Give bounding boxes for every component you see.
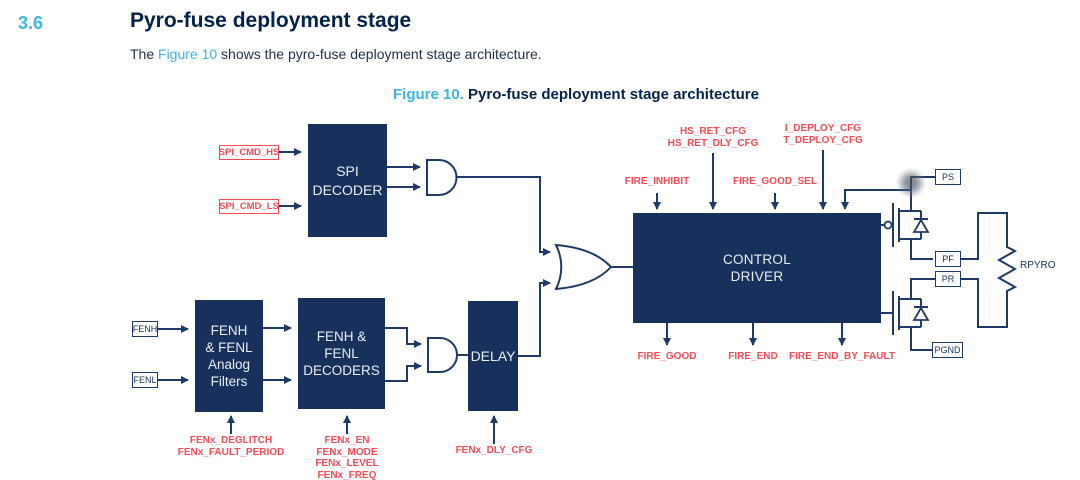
control-config-arrows xyxy=(653,150,911,210)
delay-to-or-wire xyxy=(518,279,551,357)
control-output-arrows xyxy=(663,323,846,346)
spi-input-wires xyxy=(279,148,302,210)
spi-and-gate-icon xyxy=(426,159,458,196)
signal-fire-good-sel: FIRE_GOOD_SEL xyxy=(733,176,817,187)
port-pf: PF xyxy=(935,251,961,267)
pmos-high-side-icon xyxy=(881,176,935,260)
port-ps: PS xyxy=(935,169,961,185)
signal-fen-dly-cfg: FENx_DLY_CFG xyxy=(455,445,533,456)
port-pr: PR xyxy=(935,271,961,287)
intro-prefix: The xyxy=(130,46,159,62)
fen-decoders-block: FENH & FENL DECODERS xyxy=(298,298,385,409)
port-fenh: FENH xyxy=(132,321,158,337)
port-spi-cmd-hs: SPI_CMD_HS xyxy=(218,145,280,160)
port-pgnd: PGND xyxy=(932,342,963,358)
section-title: Pyro-fuse deployment stage xyxy=(130,9,412,32)
section-number: 3.6 xyxy=(18,13,44,33)
main-or-gate-icon xyxy=(554,243,613,291)
figure-caption-number: Figure 10. xyxy=(393,86,464,103)
rpyro-label: RPYRO xyxy=(1020,260,1056,271)
intro-suffix: shows the pyro-fuse deployment stage arc… xyxy=(217,46,542,62)
filters-to-decoders-wires xyxy=(263,324,292,384)
nmos-low-side-icon xyxy=(881,278,935,351)
intro-text: The Figure 10 shows the pyro-fuse deploy… xyxy=(130,46,542,62)
figure-caption: Figure 10. Pyro-fuse deployment stage ar… xyxy=(176,86,976,103)
decoders-to-and-wires xyxy=(385,327,422,382)
bottom-config-arrows xyxy=(227,415,498,444)
port-spi-cmd-ls: SPI_CMD_LS xyxy=(219,199,279,214)
signal-hs-ret-cfg: HS_RET_CFG HS_RET_DLY_CFG xyxy=(667,126,759,149)
spi-decoder-block: SPI DECODER xyxy=(308,124,387,237)
figure-caption-title: Pyro-fuse deployment stage architecture xyxy=(463,86,759,103)
analog-filters-block: FENH & FENL Analog Filters xyxy=(195,300,263,412)
and1-to-or-wire xyxy=(457,176,551,256)
figure-10-link[interactable]: Figure 10 xyxy=(158,46,218,62)
signal-fire-end-by-fault: FIRE_END_BY_FAULT xyxy=(789,351,895,362)
signal-fen-cfg: FENx_EN FENx_MODE FENx_LEVEL FENx_FREQ xyxy=(315,435,379,480)
signal-fire-good: FIRE_GOOD xyxy=(637,351,697,362)
fen-input-wires xyxy=(158,325,189,384)
signal-fire-inhibit: FIRE_INHIBIT xyxy=(624,176,690,187)
port-fenl: FENL xyxy=(132,372,158,388)
rpyro-resistor-icon xyxy=(961,212,1018,328)
delay-block: DELAY xyxy=(468,301,518,411)
control-driver-block: CONTROL DRIVER xyxy=(633,213,881,323)
signal-deploy-cfg: I_DEPLOY_CFG T_DEPLOY_CFG xyxy=(783,123,863,146)
signal-fire-end: FIRE_END xyxy=(728,351,778,362)
fen-and-gate-icon xyxy=(427,337,458,373)
spi-decoder-output-wires xyxy=(387,163,421,191)
signal-fen-deglitch: FENx_DEGLITCH FENx_FAULT_PERIOD xyxy=(177,435,285,458)
